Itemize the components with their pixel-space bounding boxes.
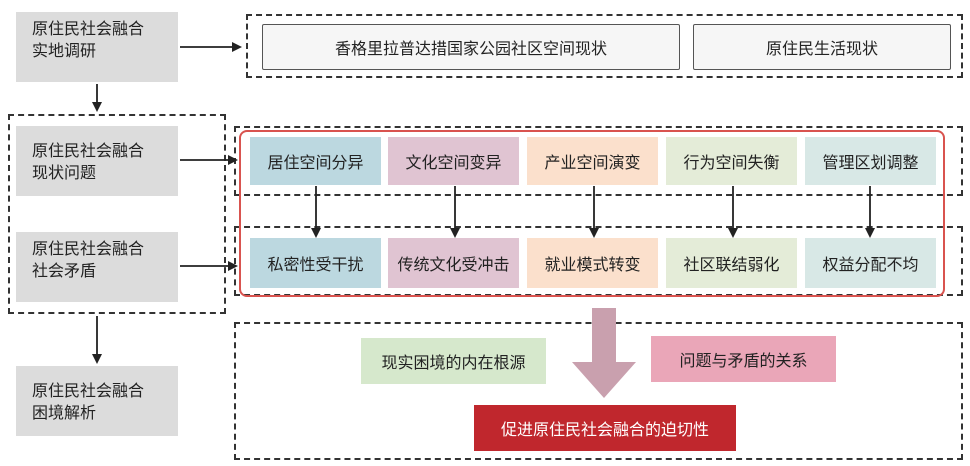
problem-management: 管理区划调整: [805, 137, 936, 185]
conflict-rights-label: 权益分配不均: [822, 255, 919, 274]
step-field-survey-label: 原住民社会融合 实地调研: [32, 19, 145, 60]
step-social-conflicts-label: 原住民社会融合 社会矛盾: [32, 239, 145, 280]
urgency-label: 促进原住民社会融合的迫切性: [500, 420, 709, 439]
problem-cultural: 文化空间变异: [388, 137, 519, 185]
red-frame: [239, 130, 945, 297]
park-status-box: 香格里拉普达措国家公园社区空间现状: [262, 24, 680, 70]
problem-industry-label: 产业空间演变: [544, 153, 641, 172]
problem-behavior-label: 行为空间失衡: [683, 153, 780, 172]
problem-behavior: 行为空间失衡: [666, 137, 797, 185]
problem-management-label: 管理区划调整: [822, 153, 919, 172]
step-dilemma-analysis: 原住民社会融合 困境解析: [16, 366, 178, 436]
conflict-rights: 权益分配不均: [805, 238, 936, 288]
status-frame: [246, 14, 963, 78]
left-frame: [8, 114, 226, 314]
step-field-survey: 原住民社会融合 实地调研: [16, 12, 178, 82]
conflict-privacy: 私密性受干扰: [250, 238, 381, 288]
life-status-box: 原住民生活现状: [693, 24, 951, 70]
problem-cultural-label: 文化空间变异: [405, 153, 502, 172]
urgency-box: 促进原住民社会融合的迫切性: [474, 405, 736, 451]
conflict-employment: 就业模式转变: [527, 238, 658, 288]
conflict-privacy-label: 私密性受干扰: [267, 255, 364, 274]
park-status-label: 香格里拉普达措国家公园社区空间现状: [334, 39, 607, 58]
relation-label: 问题与矛盾的关系: [679, 351, 808, 370]
root-cause-label: 现实困境的内在根源: [381, 353, 526, 372]
problem-residential-label: 居住空间分异: [267, 153, 364, 172]
conflict-community: 社区联结弱化: [666, 238, 797, 288]
conflict-community-label: 社区联结弱化: [683, 255, 780, 274]
problem-industry: 产业空间演变: [527, 137, 658, 185]
problem-residential: 居住空间分异: [250, 137, 381, 185]
life-status-label: 原住民生活现状: [765, 39, 878, 58]
big-down-arrow: [572, 308, 636, 398]
step-social-conflicts: 原住民社会融合 社会矛盾: [16, 232, 178, 302]
step-dilemma-analysis-label: 原住民社会融合 困境解析: [32, 381, 145, 422]
root-cause-box: 现实困境的内在根源: [361, 338, 546, 384]
conflict-employment-label: 就业模式转变: [544, 255, 641, 274]
conflict-culture: 传统文化受冲击: [388, 238, 519, 288]
conflict-culture-label: 传统文化受冲击: [397, 255, 510, 274]
relation-box: 问题与矛盾的关系: [651, 336, 836, 382]
step-current-problems-label: 原住民社会融合 现状问题: [32, 141, 145, 182]
step-current-problems: 原住民社会融合 现状问题: [16, 126, 178, 196]
